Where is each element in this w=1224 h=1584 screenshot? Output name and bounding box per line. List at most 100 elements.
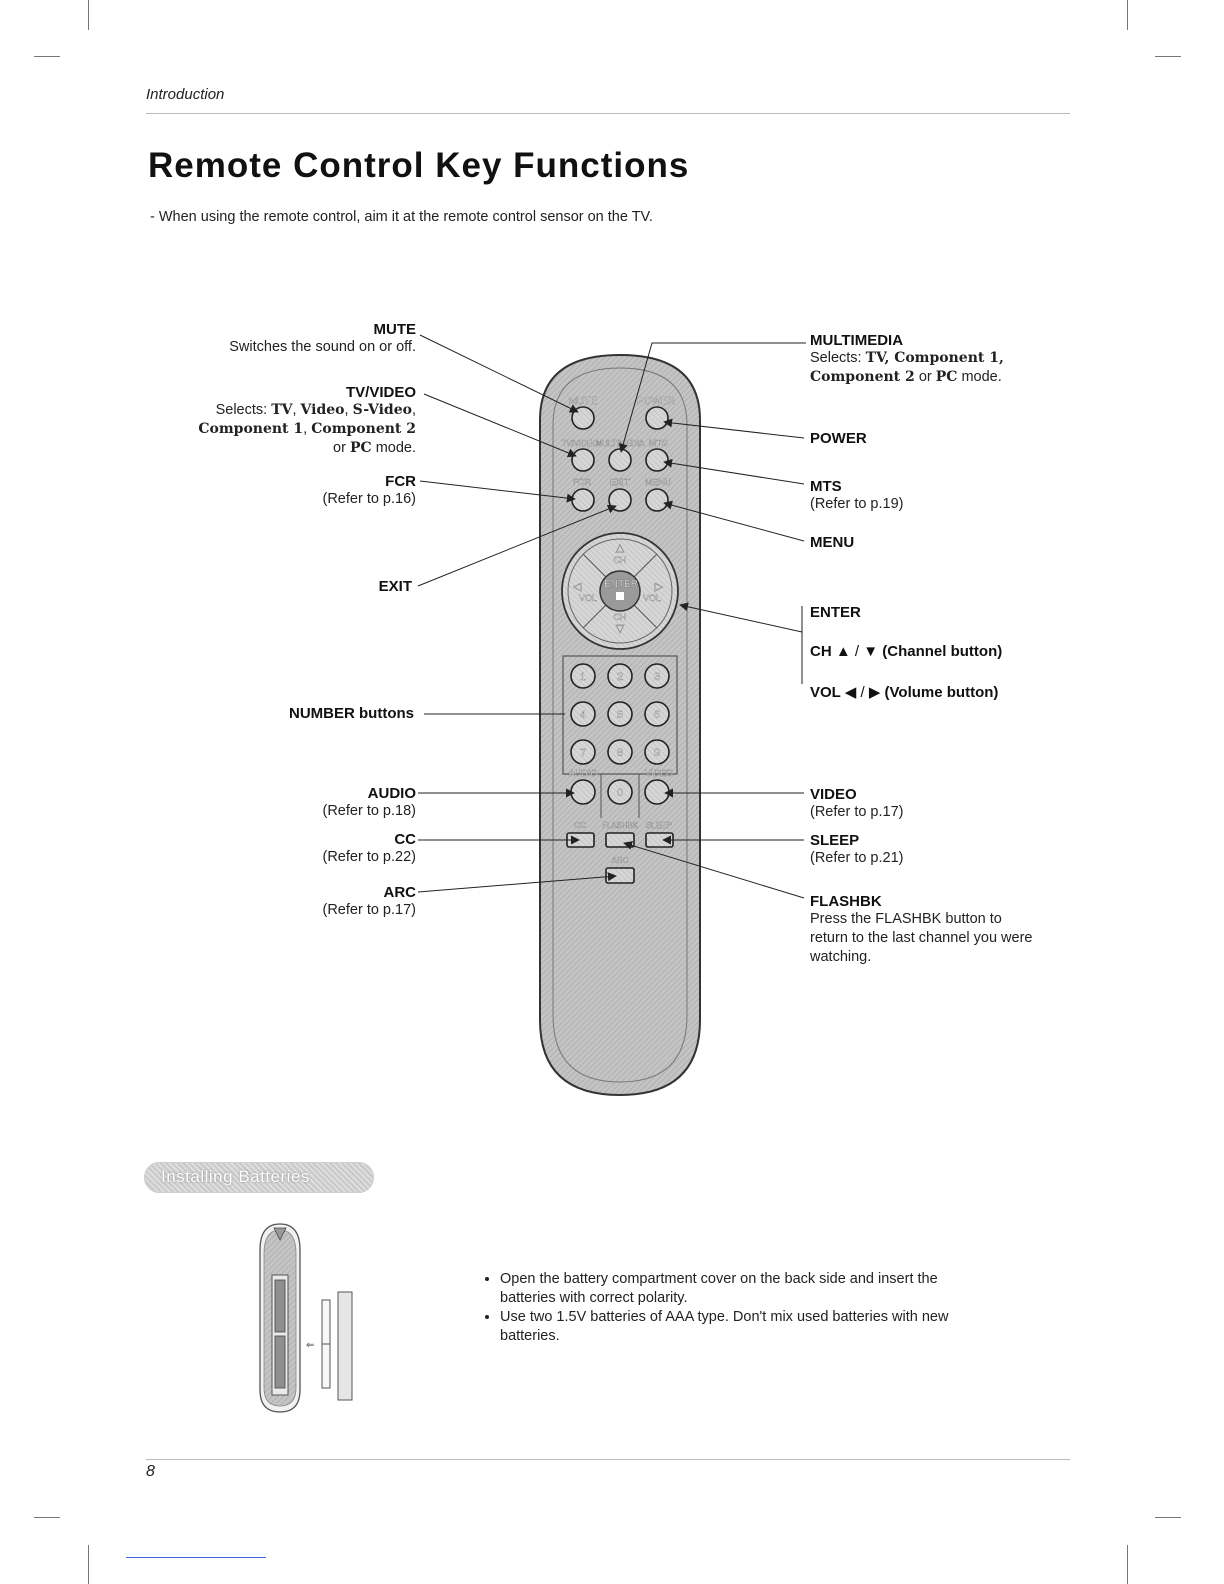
leader-lines [417, 334, 617, 893]
label-vol-block: VOL ◀ / ▶ (Volume button) [810, 683, 998, 701]
key-label-arc: ARC [612, 856, 629, 865]
label-cc: CC [394, 831, 416, 848]
battery-instruction-item: Use two 1.5V batteries of AAA type. Don'… [500, 1308, 970, 1346]
label-power-block: POWER [810, 430, 867, 447]
key-label-4: 4 [580, 709, 586, 721]
enter-key[interactable] [599, 570, 641, 612]
number-key-2[interactable] [607, 663, 633, 689]
key-label-sleep: SLEEP [646, 821, 672, 830]
key-label-9: 9 [654, 747, 660, 759]
battery-instructions: Open the battery compartment cover on th… [482, 1270, 970, 1346]
number-key-3[interactable] [644, 663, 670, 689]
vol-slash: / [860, 684, 865, 701]
menu-key[interactable] [645, 488, 669, 512]
section-header: Introduction [146, 86, 225, 103]
leader-arc [417, 872, 617, 893]
label-fcr-block: FCR (Refer to p.16) [323, 473, 417, 509]
key-label-video: VIDEO [645, 768, 673, 778]
ch-slash: / [854, 643, 860, 660]
tvvideo-opt-tv: TV [271, 402, 293, 418]
number-pad-frame [562, 655, 678, 775]
leader-enter [679, 602, 803, 633]
header-rule [146, 113, 1070, 114]
label-flashbk-desc-2: return to the last channel you were [810, 930, 1033, 946]
key-label-menu: MENU [645, 477, 672, 487]
number-key-8[interactable] [607, 739, 633, 765]
vol-left-icon: ◀ [844, 684, 857, 701]
label-number-block: NUMBER buttons [289, 705, 414, 722]
tvvideo-or: or [333, 440, 346, 456]
label-exit-block: EXIT [379, 578, 412, 595]
multimedia-selects: Selects: [810, 350, 862, 366]
number-key-9[interactable] [644, 739, 670, 765]
leader-multimedia [618, 342, 806, 453]
label-enter-block: ENTER [810, 604, 861, 621]
label-fcr: FCR [385, 473, 416, 490]
key-label-mts: MTS [649, 438, 668, 448]
label-sleep: SLEEP [810, 832, 860, 849]
label-mts-desc: (Refer to p.19) [810, 496, 904, 512]
key-label-power: POWER [637, 396, 675, 407]
tvvideo-opt-svideo: S-Video [352, 402, 412, 418]
label-arc: ARC [383, 884, 417, 901]
key-label-fcr: FCR [573, 477, 592, 487]
label-tvvideo-block: TV/VIDEO Selects: TV, Video, S-Video, Co… [198, 384, 416, 458]
dpad-ring-inner [567, 538, 673, 644]
label-arc-block: ARC (Refer to p.17) [323, 884, 417, 920]
multimedia-mode: mode. [961, 369, 1002, 385]
key-label-cc: CC [574, 821, 586, 830]
number-key-5[interactable] [607, 701, 633, 727]
label-audio-block: AUDIO (Refer to p.18) [323, 785, 417, 821]
page-number: 8 [146, 1463, 155, 1480]
label-cc-desc: (Refer to p.22) [322, 849, 417, 865]
number-keys: 1 2 3 4 5 6 7 8 9 [570, 663, 670, 765]
dpad-down-arrow-icon: ▽ [616, 623, 625, 635]
label-number: NUMBER buttons [289, 705, 414, 722]
label-tvvideo: TV/VIDEO [345, 384, 416, 401]
label-cc-block: CC (Refer to p.22) [323, 831, 417, 867]
battery-cell [274, 1279, 286, 1333]
mute-key[interactable] [571, 406, 595, 430]
multimedia-opt-2: Component 2 [810, 369, 915, 385]
key-label-8: 8 [617, 747, 623, 759]
intro-text: - When using the remote control, aim it … [150, 209, 653, 225]
mts-key[interactable] [645, 448, 669, 472]
number-key-4[interactable] [570, 701, 596, 727]
label-arc-desc: (Refer to p.17) [322, 902, 417, 918]
label-tvvideo-desc-1: Selects: TV, Video, S-Video, [215, 402, 416, 418]
label-video-block: VIDEO (Refer to p.17) [810, 786, 904, 822]
number-key-6[interactable] [644, 701, 670, 727]
footer-rule [146, 1459, 1070, 1460]
battery-instruction-item: Open the battery compartment cover on th… [500, 1270, 970, 1308]
key-label-5: 5 [617, 709, 623, 721]
page-title: Remote Control Key Functions [148, 146, 690, 185]
crop-mark [88, 0, 89, 30]
key-label-7: 7 [580, 747, 586, 759]
remote-body-inner [552, 367, 688, 1083]
tvvideo-opt-comp2: Component 2 [311, 421, 416, 437]
label-ch-note: (Channel button) [882, 643, 1003, 660]
label-tvvideo-desc-2: Component 1, Component 2 [198, 421, 416, 437]
multimedia-or: or [918, 369, 932, 385]
dpad-right-arrow-icon: ▷ [655, 581, 664, 593]
multimedia-opt-1: TV, Component 1, [865, 350, 1004, 366]
batteries-section-pill [144, 1162, 374, 1193]
number-key-1[interactable] [570, 663, 596, 689]
crop-mark [34, 1517, 60, 1518]
fcr-key[interactable] [571, 488, 595, 512]
video-key[interactable] [644, 779, 670, 805]
leader-mute [419, 334, 579, 413]
dpad-label-ch-bottom: CH [614, 612, 627, 622]
label-menu: MENU [810, 534, 855, 551]
dpad-label-vol-left: VOL [579, 593, 597, 603]
multimedia-key[interactable] [608, 448, 632, 472]
power-key[interactable] [645, 406, 669, 430]
label-video: VIDEO [810, 786, 857, 803]
vol-right-icon: ▶ [868, 684, 881, 701]
tvvideo-key[interactable] [571, 448, 595, 472]
audio-key[interactable] [570, 779, 596, 805]
number-key-7[interactable] [570, 739, 596, 765]
ch-down-icon: ▼ [863, 643, 879, 660]
arc-key[interactable] [605, 867, 635, 884]
number-key-0[interactable] [607, 779, 633, 805]
